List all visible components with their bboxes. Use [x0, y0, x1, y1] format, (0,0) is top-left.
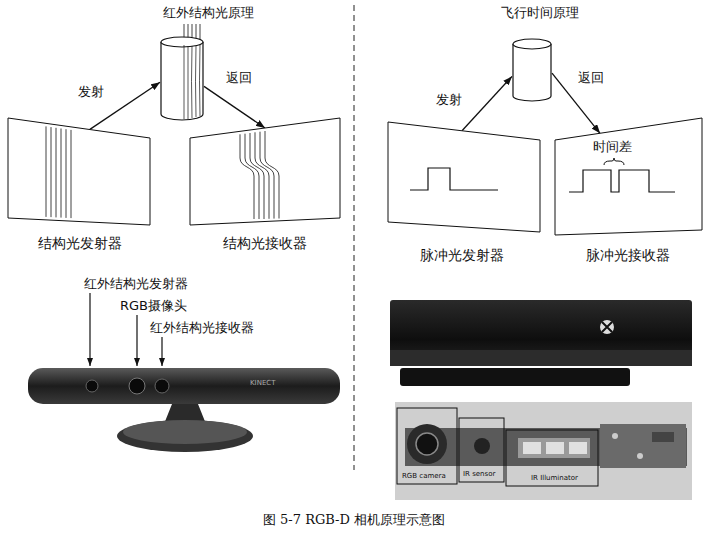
node-label: 脉冲光接收器 — [586, 247, 670, 263]
logo-text: KINECT — [250, 379, 275, 388]
node-label: 脉冲光发射器 — [420, 247, 504, 263]
node-outline — [555, 118, 702, 235]
edge-label: 发射 — [78, 84, 104, 100]
receiver-panel: 脉冲光接收器时间差 — [555, 118, 702, 235]
kinect-v1 — [28, 368, 340, 452]
photo-label: RGB camera — [401, 472, 447, 481]
edge-label: 发射 — [436, 92, 462, 108]
photo-label: IR sensor — [462, 470, 496, 479]
node-outline — [388, 122, 540, 232]
figure-caption: 图 5-7 RGB-D 相机原理示意图 — [263, 512, 445, 528]
arrow-connector — [462, 76, 512, 130]
arrow-connector — [204, 86, 265, 128]
node-label: 结构光接收器 — [223, 235, 307, 251]
node-note: 时间差 — [593, 139, 632, 155]
divider-dashed — [354, 5, 355, 470]
cylinder-node: 飞行时间原理 — [512, 38, 552, 102]
cylinder-node: 红外结构光原理 — [160, 36, 204, 120]
callout-label: 红外结构光接收器 — [150, 320, 254, 336]
edge-label: 返回 — [578, 70, 604, 86]
node-outline — [160, 36, 204, 120]
node-label: 飞行时间原理 — [501, 5, 579, 21]
receiver-panel: 结构光接收器 — [190, 118, 340, 225]
edge-label: 返回 — [226, 70, 252, 86]
kinect-v2-internals-photo — [395, 402, 692, 500]
emitter-panel: 结构光发射器 — [8, 118, 150, 225]
callout-label: 红外结构光发射器 — [84, 276, 188, 292]
node-label: 红外结构光原理 — [163, 5, 254, 21]
photo-label: IR Illuminator — [530, 474, 579, 483]
callout-label: RGB摄像头 — [120, 298, 187, 314]
node-outline — [512, 38, 552, 102]
emitter-panel: 脉冲光发射器 — [388, 122, 540, 232]
node-outline — [8, 118, 150, 225]
kinect-v2 — [390, 300, 692, 386]
node-label: 结构光发射器 — [38, 235, 122, 251]
node-outline — [190, 118, 340, 225]
